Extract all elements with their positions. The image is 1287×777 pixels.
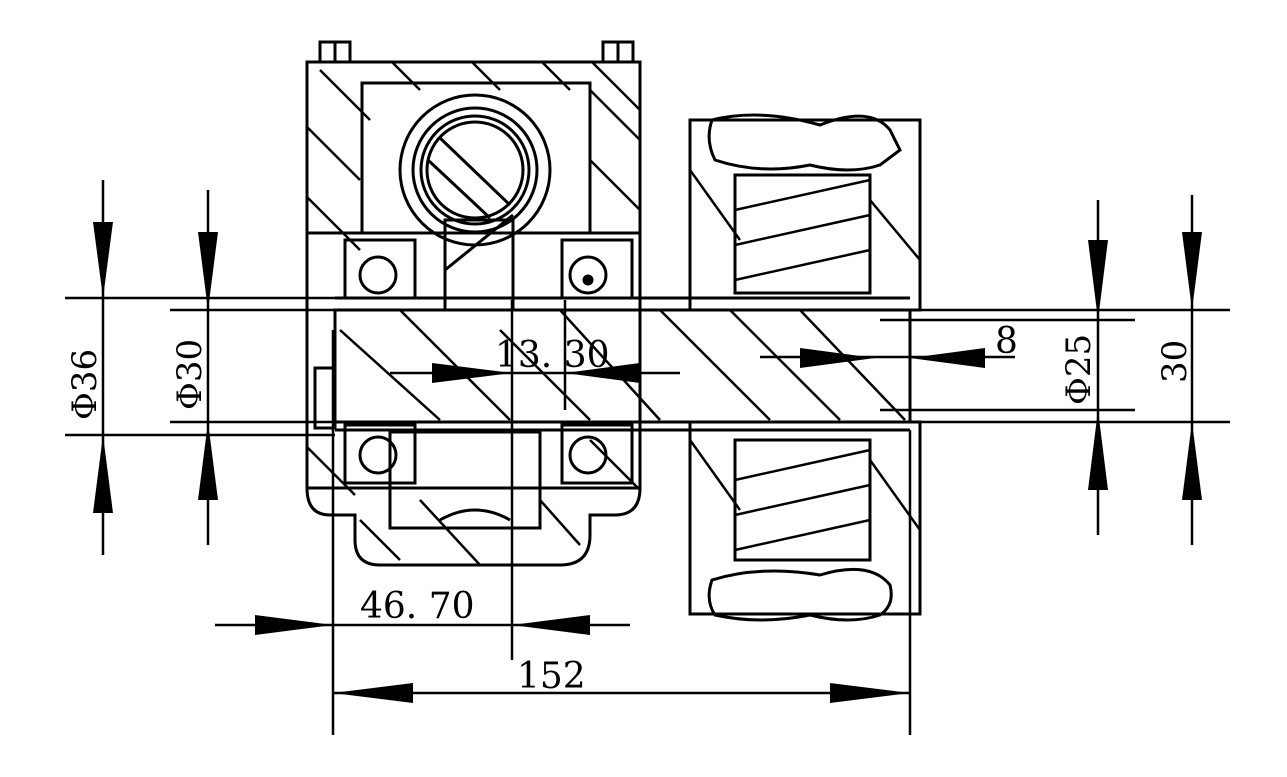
gear-hatching-bottom — [690, 439, 920, 552]
gear-hatching-top — [690, 169, 920, 282]
worm-gear — [688, 113, 922, 622]
dimension-gap-8: 8 — [995, 321, 1018, 362]
bearing-bottom-right — [560, 423, 634, 485]
dimension-lines — [65, 180, 1230, 735]
dimension-offset-13-30: 13. 30 — [495, 335, 610, 376]
output-shaft — [313, 296, 912, 522]
dimension-diameter-25: Φ25 — [1059, 334, 1099, 405]
dimension-offset-46-70: 46. 70 — [360, 586, 475, 627]
bearing-bottom-left — [343, 423, 417, 485]
dimension-width-30: 30 — [1155, 340, 1195, 383]
bearing-top-left — [343, 238, 417, 300]
dimension-arrowheads — [93, 222, 1202, 703]
bolt-right — [601, 40, 635, 64]
housing — [305, 60, 642, 567]
housing-hatching — [307, 62, 640, 565]
dimension-diameter-30: Φ30 — [170, 339, 210, 410]
dimension-length-152: 152 — [517, 656, 586, 697]
worm-bearing — [398, 93, 552, 312]
bearing-top-right — [560, 238, 634, 300]
bolt-left — [318, 40, 352, 64]
dimension-diameter-36: Φ36 — [65, 349, 105, 420]
shaft-hatching — [339, 310, 906, 421]
